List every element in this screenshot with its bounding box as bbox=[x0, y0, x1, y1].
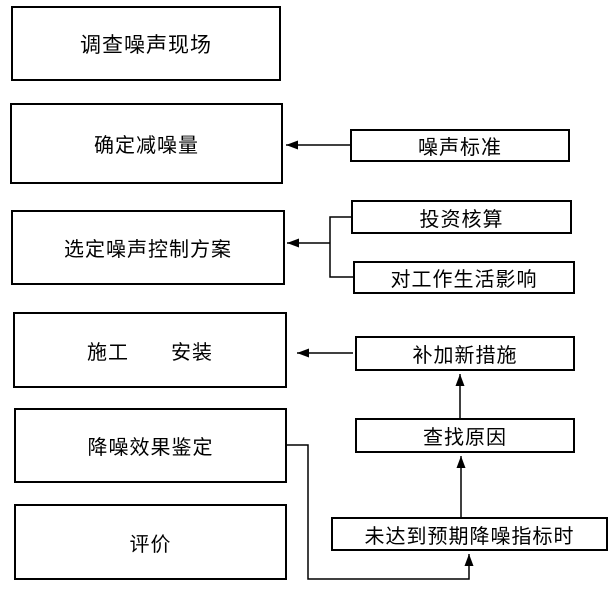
node-survey-noise-site-label: 调查噪声现场 bbox=[80, 33, 212, 57]
node-noise-standard-label: 噪声标准 bbox=[418, 137, 502, 159]
node-add-new-measures: 补加新措施 bbox=[355, 336, 575, 371]
node-construction-install-label: 施工 安装 bbox=[87, 341, 213, 364]
node-evaluation: 评价 bbox=[14, 504, 287, 580]
node-investment-accounting: 投资核算 bbox=[351, 200, 572, 234]
node-determine-noise-reduction: 确定减噪量 bbox=[10, 103, 283, 184]
node-work-life-impact: 对工作生活影响 bbox=[353, 261, 575, 294]
connector-bracket-investment-worklife bbox=[329, 216, 353, 278]
connector-appraisal-to-not-met bbox=[287, 444, 474, 580]
node-work-life-impact-label: 对工作生活影响 bbox=[390, 269, 538, 291]
node-target-not-met: 未达到预期降噪指标时 bbox=[331, 517, 608, 551]
node-noise-effect-appraisal-label: 降噪效果鉴定 bbox=[87, 437, 214, 459]
node-noise-effect-appraisal: 降噪效果鉴定 bbox=[14, 408, 287, 483]
node-target-not-met-label: 未达到预期降噪指标时 bbox=[364, 525, 575, 548]
node-find-cause: 查找原因 bbox=[355, 418, 575, 453]
node-investment-accounting-label: 投资核算 bbox=[419, 208, 504, 231]
node-construction-install: 施工 安装 bbox=[13, 312, 287, 388]
node-determine-noise-reduction-label: 确定减噪量 bbox=[94, 135, 199, 157]
node-evaluation-label: 评价 bbox=[129, 533, 172, 556]
node-find-cause-label: 查找原因 bbox=[423, 427, 507, 449]
node-add-new-measures-label: 补加新措施 bbox=[412, 345, 518, 367]
node-select-control-plan: 选定噪声控制方案 bbox=[11, 210, 285, 285]
node-noise-standard: 噪声标准 bbox=[350, 129, 570, 162]
node-survey-noise-site: 调查噪声现场 bbox=[11, 6, 281, 81]
node-select-control-plan-label: 选定噪声控制方案 bbox=[64, 239, 232, 261]
